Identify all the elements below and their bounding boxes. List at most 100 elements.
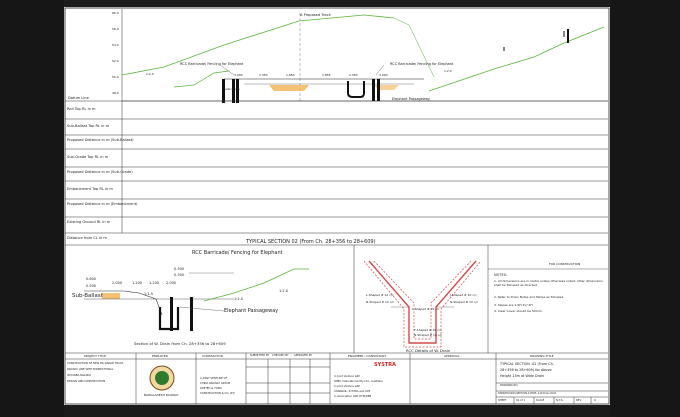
- slope-label-right: 1:2.0: [444, 69, 452, 73]
- rev-value: 0: [594, 399, 596, 402]
- checked-by-header: CHECKED BY: [272, 354, 289, 357]
- table-row-label: Existing Ground RL in m: [67, 220, 111, 224]
- table-row-label: Sub-Grade Top RL in m: [67, 155, 109, 159]
- width-label: 1.855: [322, 73, 331, 77]
- width-label: 1.850: [286, 73, 295, 77]
- detail-dim: 0.500: [86, 284, 97, 288]
- employer-name: BANGLADESH RAILWAY: [144, 393, 179, 397]
- bar-label: N-Shaped # 10 c/c: [366, 300, 395, 304]
- bar-label: N-Shaped # 10 c/c: [414, 333, 443, 337]
- note-item: 2. Refer to Drain Notes and Tables as fo…: [494, 295, 565, 299]
- detail-dim: 0.300: [174, 273, 185, 277]
- detail-slope: 1:2.0: [234, 297, 243, 301]
- drawing-title-line: 28+356 to 28+609) for Above: [500, 368, 552, 372]
- detail-dim: 0.300: [174, 267, 185, 271]
- employer-header: EMPLOYER: [152, 354, 168, 358]
- for-construction-label: FOR CONSTRUCTION: [549, 262, 581, 266]
- approved-by-header: APPROVED BY: [294, 354, 313, 357]
- detail-slope: 1:2.0: [279, 289, 288, 293]
- sub-ballast-label: Sub-Ballast: [72, 293, 103, 299]
- drawing-title-line: TYPICAL SECTION -02 (From Ch.: [500, 362, 554, 366]
- width-label: 2.350: [349, 73, 358, 77]
- sheet-label: SHEET: [498, 399, 507, 402]
- detail-dim: 2.000: [166, 281, 177, 285]
- notes-title: NOTES:: [494, 273, 508, 277]
- drawing-no-header: DRAWING NO.: [500, 384, 519, 387]
- project-line: CONSTRUCTION OF NEW BG SINGLE TRACK: [67, 362, 124, 365]
- proposed-track-label: A Proposed Track: [300, 13, 331, 17]
- scale-value: N.T.S.: [556, 399, 564, 402]
- elephant-passage-label: Elephant Passageway: [392, 97, 430, 101]
- rl-label: 60.0: [112, 11, 119, 15]
- scale-label: SCALE: [536, 399, 545, 402]
- engineer-line: SMEC International Pty Ltd., Australia: [334, 380, 383, 383]
- detail-right-caption: RCC Details of W. Drain: [406, 348, 451, 353]
- bar-label: J-Shaped # 10 c/c: [450, 293, 477, 297]
- project-title-header: PROJECT TITLE: [84, 354, 107, 358]
- right-barricade-annotation: RCC Barricade/ Fencing for Elephant: [390, 62, 454, 66]
- engineer-line: In Joint Venture with: [334, 375, 361, 378]
- note-item: 4. Clear Cover should be 50mm.: [494, 309, 543, 313]
- project-line: DESIGN AND CONSTRUCTION: [67, 380, 106, 383]
- rl-label: 48.0: [112, 91, 119, 95]
- contractor-line: CHINA RAILWAY GROUP: [200, 382, 231, 385]
- engineer-line: In Association with DTM/DEB: [334, 395, 372, 398]
- bar-label: F-Shaped # 10 c/c: [414, 328, 442, 332]
- note-item: 3. Slopes are 1.5H:1V/ 2H.: [494, 303, 534, 307]
- rl-label: 50.0: [112, 75, 119, 79]
- drawing-canvas: [64, 7, 610, 405]
- drawing-title-header: DRAWING TITLE: [530, 354, 554, 358]
- table-row-label: Rail Top RL in m: [67, 107, 96, 111]
- engineer-line: In Joint Venture with: [334, 385, 361, 388]
- detail-elephant-passage: Elephant Passageway: [224, 308, 279, 314]
- detail-left-caption: Section of W. Drain from Ch. 28+356 to 2…: [134, 341, 226, 346]
- contractor-line: A JOINT VENTURE OF: [200, 377, 228, 380]
- table-row-label: Proposed Distance in m (Embankment): [67, 202, 138, 206]
- detail-dim: 1.200: [132, 281, 143, 285]
- submitted-by-header: SUBMITTED BY: [250, 354, 270, 357]
- drawing-sheet: A Proposed Track Datum Line 60.0 58.0 54…: [64, 7, 610, 405]
- rcc-drain-detail: [363, 260, 482, 348]
- width-label: 2.350: [259, 73, 268, 77]
- project-line: RAILWAY LINE WITH BIDIRECTIONAL: [67, 368, 114, 371]
- detail-slope: 1:1.5: [144, 292, 153, 296]
- approval-header: APPROVAL: [444, 354, 460, 358]
- left-barricade-annotation: RCC Barricade/ Fencing for Elephant: [180, 62, 244, 66]
- engineer-logo: SYSTRA: [374, 362, 396, 368]
- rl-label: 54.0: [112, 43, 119, 47]
- viewer-right-margin: [610, 0, 680, 417]
- rl-label: 52.0: [112, 59, 119, 63]
- side-drain-label: Side Drain: [224, 87, 240, 91]
- sheet-value: 01 of 1: [516, 399, 526, 402]
- width-label: 3.000: [234, 73, 243, 77]
- detail-dim: 0.600: [86, 277, 97, 281]
- drawing-title-line: Height 15m at Wide Drain: [500, 374, 545, 378]
- engineer-line: CANARAIL, SYSTRA and ACE: [334, 390, 371, 393]
- engineer-header: ENGINEER / CONSULTANT: [348, 354, 387, 358]
- width-label: 3.000: [379, 73, 388, 77]
- table-row-label: Sub-Ballast Top RL in m: [67, 124, 110, 128]
- lower-details: [65, 244, 608, 353]
- section-title: TYPICAL SECTION 02 (From Ch. 28+356 to 2…: [246, 239, 376, 245]
- slope-label-left: 1:2.0: [146, 72, 154, 76]
- detail-dim: 1.200: [149, 281, 160, 285]
- bar-label: N-Shaped # 10 c/c: [450, 300, 479, 304]
- title-block: [65, 352, 608, 404]
- rev-label: REV.: [576, 399, 582, 402]
- top-cross-section: [121, 9, 608, 103]
- datum-line-label: Datum Line: [68, 96, 89, 100]
- viewer-left-margin: [0, 0, 64, 417]
- contractor-line: CONSTRUCTION & CO. LTD: [200, 392, 235, 395]
- table-row-label: Proposed Distance in m (Sub-Grade): [67, 170, 133, 174]
- contractor-header: CONTRACTOR: [202, 354, 223, 358]
- bar-label: L-Shaped # 10 c/c: [412, 307, 440, 311]
- contractor-line: LIMITED & TOMA: [200, 387, 222, 390]
- table-row-label: Embankment Top RL in m: [67, 187, 113, 191]
- drawing-no: DSPD/M-ICSOV-SECTION-2-RTWL-1-W-Drain-M-…: [498, 392, 557, 395]
- note-item: 1. All dimensions are in metre unless ot…: [494, 279, 603, 287]
- data-table: [65, 100, 608, 234]
- rl-label: 58.0: [112, 27, 119, 31]
- bar-label: L-Shaped # 10 c/c: [366, 293, 394, 297]
- table-row-label: Distance from CL in m: [67, 236, 107, 240]
- project-line: IN PURBA RAILWAY: [67, 374, 92, 377]
